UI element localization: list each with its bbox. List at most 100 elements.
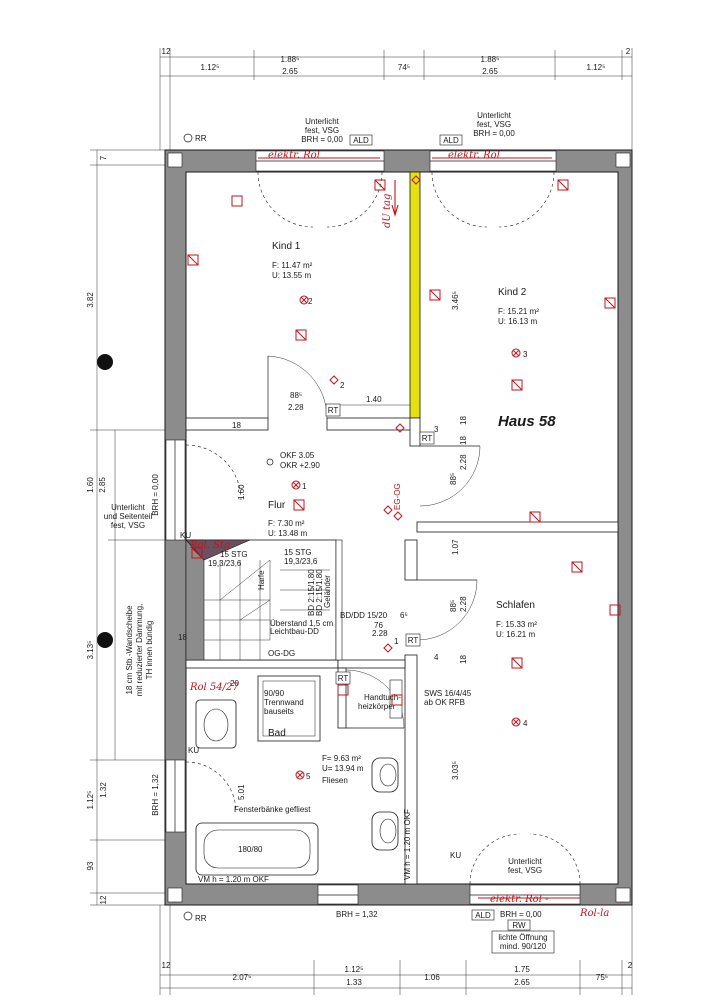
rr-label-bottom: RR: [195, 914, 207, 923]
room-kind1-perim: U: 13.55 m: [272, 271, 311, 280]
ku-label-bad: KU: [188, 746, 199, 755]
dim-left-313: 3.13⁵: [86, 641, 95, 660]
window-note-left-mid: Unterlicht und Seitenteil fest, VSG: [104, 503, 153, 530]
rt-label-bad: RT: [338, 674, 349, 683]
hand-note-stair: Rol. Stg: [189, 540, 230, 551]
hand-note-bottom: elektr. Rol -: [490, 894, 549, 905]
ku-label-flur: KU: [180, 531, 191, 540]
window-note-top-right: Unterlicht fest, VSG BRH = 0,00: [473, 111, 515, 138]
dim-bottom-207: 2.07⁵: [233, 973, 252, 982]
dim-top-265b: 2.65: [482, 67, 498, 76]
room-flur: Flur F: 7.30 m² U: 13.48 m: [268, 500, 307, 538]
brh-bottom-right: BRH = 0,00: [500, 910, 542, 919]
stair-b-ratio: 19,3/23,6: [284, 557, 318, 566]
window-openings: [165, 150, 581, 905]
num-4-door: 4: [434, 653, 439, 662]
dim-top-112: 1.12⁵: [201, 63, 220, 72]
dim-140: 1.40: [366, 395, 382, 404]
room-kind2: Kind 2 F: 15.21 m² U: 16.13 m: [498, 287, 539, 326]
room-flur-area: F: 7.30 m²: [268, 519, 305, 528]
house-title: Haus 58: [498, 413, 556, 430]
wall-note: 18 cm Stb.-Wandscheibe mit reduzierter D…: [125, 604, 154, 696]
rt-label-schlafen: RT: [408, 636, 419, 645]
room-kind2-perim: U: 16.13 m: [498, 317, 537, 326]
dim-88c: 88⁵: [449, 600, 458, 612]
dim-18e: 18: [178, 633, 187, 642]
dim-88a: 88⁵: [290, 391, 302, 400]
svg-text:mit reduzierter Dämmung,: mit reduzierter Dämmung,: [135, 604, 144, 696]
num-3-door: 3: [434, 425, 439, 434]
dim-top-12: 12: [162, 47, 171, 56]
window-note-top-left: Unterlicht fest, VSG BRH = 0,00: [301, 117, 343, 144]
rt-label-kind1: RT: [328, 406, 339, 415]
dim-top-265a: 2.65: [282, 67, 298, 76]
lichte-2: mind. 90/120: [500, 942, 547, 951]
ueberstand-2: Leichtbau-DD: [270, 627, 319, 636]
bd-dd-label: BD/DD 15/20: [340, 611, 388, 620]
dim-20: 20: [230, 679, 239, 688]
room-kind1-area: F: 11.47 m²: [272, 261, 313, 270]
wanne-label: 180/80: [238, 845, 263, 854]
stair-b-count: 15 STG: [284, 548, 312, 557]
dim-18c: 18: [459, 655, 468, 664]
stair-side-b: BD 2:15/1,80: [315, 569, 324, 616]
rw-label-bottom: RW: [512, 921, 526, 930]
dim-left-93: 93: [86, 861, 95, 870]
dim-bottom-175: 1.75: [514, 965, 530, 974]
num-1-door: 1: [394, 637, 399, 646]
dim-346: 3.46⁵: [451, 291, 460, 310]
num-2-door: 2: [340, 381, 345, 390]
room-kind2-name: Kind 2: [498, 287, 527, 298]
dim-bottom-2: 2: [628, 961, 633, 970]
room-flur-name: Flur: [268, 500, 286, 511]
room-bad-name: Bad: [268, 728, 286, 739]
svg-text:Unterlicht: Unterlicht: [477, 111, 512, 120]
dim-228c: 2.28: [372, 629, 388, 638]
dim-18d: 18: [232, 421, 241, 430]
svg-text:fest, VSG: fest, VSG: [477, 120, 511, 129]
gelaender-label: Geländer: [323, 575, 332, 608]
dim-left-112: 1.12⁵: [86, 791, 95, 810]
stair-a-count: 15 STG: [220, 550, 248, 559]
hand-note-top-left: elektr. Rol: [268, 150, 320, 161]
ald-label-bottom: ALD: [475, 911, 491, 920]
window-note-bottom-right: Unterlicht fest, VSG: [508, 857, 543, 875]
num-2: 2: [308, 297, 313, 306]
dim-bottom-75: 75⁵: [596, 973, 608, 982]
room-schlafen-name: Schlafen: [496, 600, 535, 611]
room-flur-perim: U: 13.48 m: [268, 529, 307, 538]
dim-303: 3.03⁵: [451, 761, 460, 780]
dim-6: 6⁵: [400, 611, 408, 620]
trennwand-3: bauseits: [264, 707, 294, 716]
rt-label-kind2: RT: [422, 434, 433, 443]
room-bad-floor: Fliesen: [322, 776, 348, 785]
hand-note-top-right: elektr. Rol: [448, 150, 500, 161]
hand-note-window: Rol 54/27: [189, 682, 239, 693]
brh-bottom: BRH = 1,32: [336, 910, 378, 919]
svg-text:BRH = 0,00: BRH = 0,00: [301, 135, 343, 144]
room-kind1-name: Kind 1: [272, 241, 301, 252]
dim-left-12: 12: [99, 895, 108, 904]
dim-228b: 2.28: [459, 454, 468, 470]
eg-og-label: EG-OG: [393, 483, 402, 510]
svg-text:fest, VSG: fest, VSG: [508, 866, 542, 875]
num-4: 4: [523, 719, 528, 728]
brh-left-top: BRH = 0,00: [151, 474, 160, 516]
punch-hole-top: [97, 354, 113, 370]
dim-88b: 88⁵: [449, 473, 458, 485]
room-kind2-area: F: 15.21 m²: [498, 307, 539, 316]
svg-text:Unterlicht: Unterlicht: [508, 857, 543, 866]
dim-76: 76: [374, 621, 383, 630]
num-3: 3: [523, 350, 528, 359]
dim-bottom-265: 2.65: [514, 978, 530, 987]
okr-label: OKR +2.90: [280, 461, 320, 470]
num-5: 5: [306, 772, 311, 781]
dim-bottom-106: 1.06: [424, 973, 440, 982]
svg-text:TH innen bündig: TH innen bündig: [145, 621, 154, 680]
dim-18a: 18: [459, 416, 468, 425]
dim-160-inner: 1.60: [237, 484, 246, 500]
dim-top-188a: 1.88⁵: [281, 55, 300, 64]
trennwand-1: 90/90: [264, 689, 285, 698]
handtuch-2: heizkörper: [358, 702, 396, 711]
